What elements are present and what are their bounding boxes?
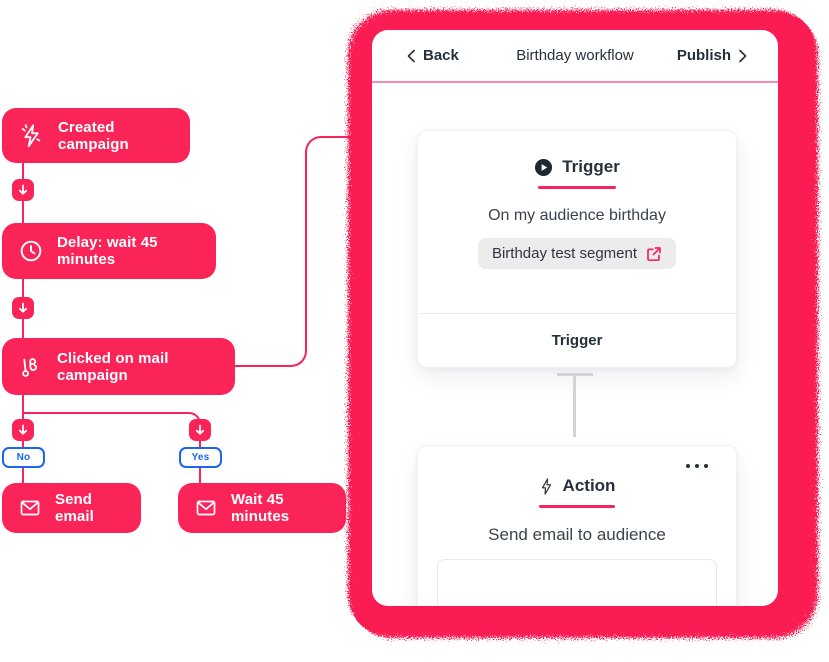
chevron-left-icon <box>407 49 415 62</box>
connector-line <box>22 468 24 484</box>
arrow-down-icon <box>195 424 205 435</box>
header-divider <box>372 81 778 83</box>
arrow-down-badge <box>12 419 34 441</box>
flow-node-send-email[interactable]: Send email <box>2 483 141 533</box>
clock-icon <box>20 240 42 262</box>
card-connector-cap <box>557 373 593 376</box>
arrow-down-badge <box>12 179 34 201</box>
arrow-down-badge <box>189 419 211 441</box>
panel-header: Birthday workflow Back Publish <box>372 30 778 81</box>
action-heading: Action <box>418 476 736 496</box>
trigger-heading-label: Trigger <box>562 157 620 176</box>
heading-underline <box>538 186 616 189</box>
branch-label-no: No <box>2 447 45 468</box>
workflow-panel: Birthday workflow Back Publish <box>372 30 778 606</box>
flow-node-created-campaign[interactable]: Created campaign <box>2 108 190 163</box>
play-circle-icon <box>535 158 553 176</box>
arrow-down-badge <box>12 297 34 319</box>
trigger-subtitle: On my audience birthday <box>488 207 666 224</box>
chevron-right-icon <box>739 49 747 62</box>
branch-icon <box>22 357 38 377</box>
flow-node-label: Delay: wait 45 minutes <box>57 234 158 268</box>
external-link-icon <box>647 246 661 261</box>
arrow-down-icon <box>18 424 28 435</box>
more-options-button[interactable] <box>682 460 712 472</box>
dot-icon <box>686 464 690 468</box>
arrow-down-icon <box>18 184 28 195</box>
action-subtitle: Send email to audience <box>488 525 666 544</box>
trigger-heading: Trigger <box>418 157 736 177</box>
card-connector-line <box>573 375 576 437</box>
flow-node-label: Send email <box>55 491 94 525</box>
envelope-icon <box>20 500 40 516</box>
no-label: No <box>16 452 31 463</box>
email-preview-box <box>437 559 717 606</box>
publish-button[interactable]: Publish <box>677 47 748 64</box>
action-heading-label: Action <box>562 476 616 495</box>
segment-chip-button[interactable]: Birthday test segment <box>477 238 677 269</box>
connector-line <box>199 468 201 484</box>
dot-icon <box>695 464 699 468</box>
flow-node-clicked-campaign[interactable]: Clicked on mail campaign <box>2 338 235 395</box>
branch-label-yes: Yes <box>179 447 222 468</box>
heading-underline <box>539 505 615 508</box>
trigger-card-footer: Trigger <box>418 313 736 367</box>
dot-icon <box>704 464 708 468</box>
publish-label: Publish <box>676 47 731 64</box>
back-button[interactable]: Back <box>406 47 459 64</box>
lightning-icon <box>541 477 551 495</box>
flow-node-delay[interactable]: Delay: wait 45 minutes <box>2 223 216 279</box>
trigger-card: Trigger On my audience birthday Birthday… <box>417 130 737 368</box>
panel-connector-line <box>235 150 307 367</box>
flow-node-label: Wait 45 minutes <box>231 491 290 525</box>
envelope-icon <box>196 500 216 516</box>
action-card: Action Send email to audience <box>417 445 737 606</box>
page-title: Birthday workflow <box>516 47 634 64</box>
branch-line <box>23 412 201 448</box>
flow-node-label: Clicked on mail campaign <box>57 349 169 384</box>
lightning-spark-icon <box>21 124 41 148</box>
trigger-card-main: Trigger On my audience birthday Birthday… <box>418 131 736 313</box>
panel-connector-line <box>305 136 360 152</box>
panel-body: Trigger On my audience birthday Birthday… <box>372 83 778 606</box>
back-label: Back <box>423 47 459 64</box>
flow-node-label: Created campaign <box>58 118 129 153</box>
segment-chip-label: Birthday test segment <box>491 245 638 262</box>
yes-label: Yes <box>191 452 210 463</box>
arrow-down-icon <box>18 302 28 313</box>
flow-node-wait[interactable]: Wait 45 minutes <box>178 483 346 533</box>
